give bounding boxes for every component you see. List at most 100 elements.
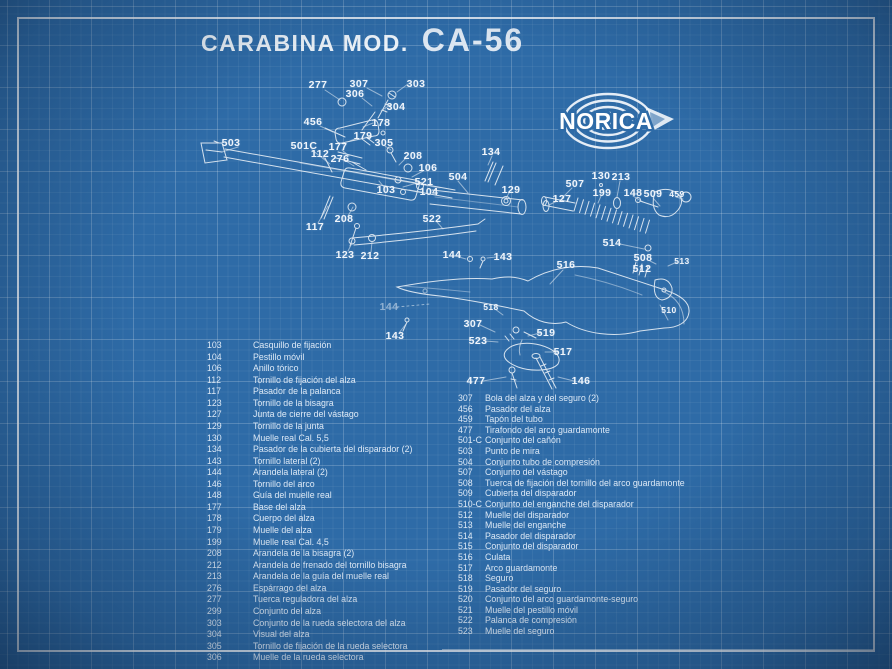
part-number: 514	[458, 530, 473, 541]
callout-477: 477	[466, 375, 486, 387]
part-description: Conjunto de la rueda selectora del alza	[253, 617, 406, 628]
part-number: 303	[207, 617, 222, 628]
part-number: 103	[207, 340, 222, 350]
part-description: Tornillo de fijación del alza	[253, 374, 356, 385]
callout-212: 212	[360, 250, 380, 262]
part-number: 510-C	[458, 498, 482, 509]
callout-106: 106	[418, 162, 438, 174]
part-description: Muelle del disparador	[485, 509, 570, 520]
part-description: Muelle de la rueda selectora	[253, 652, 364, 663]
part-description: Muelle del seguro	[485, 626, 555, 637]
part-number: 212	[207, 559, 222, 570]
callout-104: 104	[419, 186, 439, 198]
callout-459: 459	[669, 189, 685, 199]
callout-208: 208	[403, 150, 423, 162]
callout-177: 177	[328, 141, 348, 153]
part-number: 504	[458, 456, 473, 467]
part-description: Tornillo lateral (2)	[253, 455, 321, 466]
part-number: 199	[207, 536, 222, 547]
part-number: 112	[207, 374, 222, 385]
callout-513: 513	[674, 256, 690, 266]
part-row-522: 522 Palanca de compresión	[458, 615, 878, 626]
part-description: Cubierta del disparador	[485, 488, 577, 499]
callout-129: 129	[501, 184, 521, 196]
part-description: Tapón del tubo	[485, 414, 543, 425]
part-number: 130	[207, 432, 222, 443]
callout-514: 514	[602, 237, 622, 249]
callout-143: 143	[493, 251, 513, 263]
part-description: Conjunto del alza	[253, 605, 321, 616]
callout-144: 144	[442, 249, 462, 261]
part-number: 104	[207, 351, 222, 362]
part-row-299: 299 Conjunto del alza	[207, 606, 457, 618]
callout-112: 112	[310, 148, 330, 160]
part-number: 305	[207, 640, 222, 651]
list-separator-line	[442, 649, 874, 650]
part-description: Palanca de compresión	[485, 615, 577, 626]
callout-517: 517	[553, 346, 573, 358]
callout-130: 130	[591, 170, 611, 182]
part-number: 276	[207, 582, 222, 593]
callout-522: 522	[422, 213, 442, 225]
part-number: 512	[458, 509, 473, 520]
part-number: 508	[458, 477, 473, 488]
callout-103: 103	[376, 184, 396, 196]
part-description: Pasador del seguro	[485, 583, 562, 594]
part-description: Muelle del enganche	[485, 520, 567, 531]
callout-518: 518	[483, 302, 499, 312]
callout-523: 523	[468, 335, 488, 347]
part-description: Arandela de la guía del muelle real	[253, 571, 389, 582]
cocking-lever-drawing	[348, 218, 486, 246]
part-description: Junta de cierre del vástago	[253, 409, 359, 420]
part-number: 129	[207, 420, 222, 431]
norica-logo: NORICA	[557, 92, 674, 150]
part-description: Pestillo móvil	[253, 351, 305, 362]
callout-199: 199	[592, 187, 612, 199]
part-number: 299	[207, 605, 222, 616]
part-description: Conjunto del enganche del disparador	[485, 498, 634, 509]
callout-307: 307	[463, 318, 483, 330]
callout-208: 208	[334, 213, 354, 225]
parts-list-left: 103 Casquillo de fijación 104 Pestillo móvi…	[207, 340, 457, 664]
part-description: Anillo tórico	[253, 363, 299, 374]
callout-117: 117	[305, 221, 325, 233]
part-description: Conjunto del cañón	[485, 435, 561, 446]
part-number: 178	[207, 513, 222, 524]
part-number: 307	[458, 393, 473, 403]
callout-519: 519	[536, 327, 556, 339]
callout-507: 507	[565, 178, 585, 190]
callout-148: 148	[623, 187, 643, 199]
part-number: 477	[458, 424, 473, 435]
part-number: 522	[458, 615, 473, 626]
part-description: Arandela de frenado del tornillo bisagra	[253, 559, 407, 570]
part-description: Base del alza	[253, 501, 306, 512]
part-number: 134	[207, 444, 222, 455]
part-number: 127	[207, 409, 222, 420]
part-row-112: 112 Tornillo de fijación del alza	[207, 375, 457, 387]
part-row-212: 212 Arandela de frenado del tornillo bisa…	[207, 560, 457, 572]
part-row-127: 127 Junta de cierre del vástago	[207, 409, 457, 421]
part-number: 144	[207, 467, 222, 478]
part-description: Punto de mira	[485, 445, 540, 456]
part-description: Casquillo de fijación	[253, 340, 332, 350]
part-row-103: 103 Casquillo de fijación	[207, 340, 457, 352]
part-description: Conjunto del arco guardamonte-seguro	[485, 594, 639, 605]
